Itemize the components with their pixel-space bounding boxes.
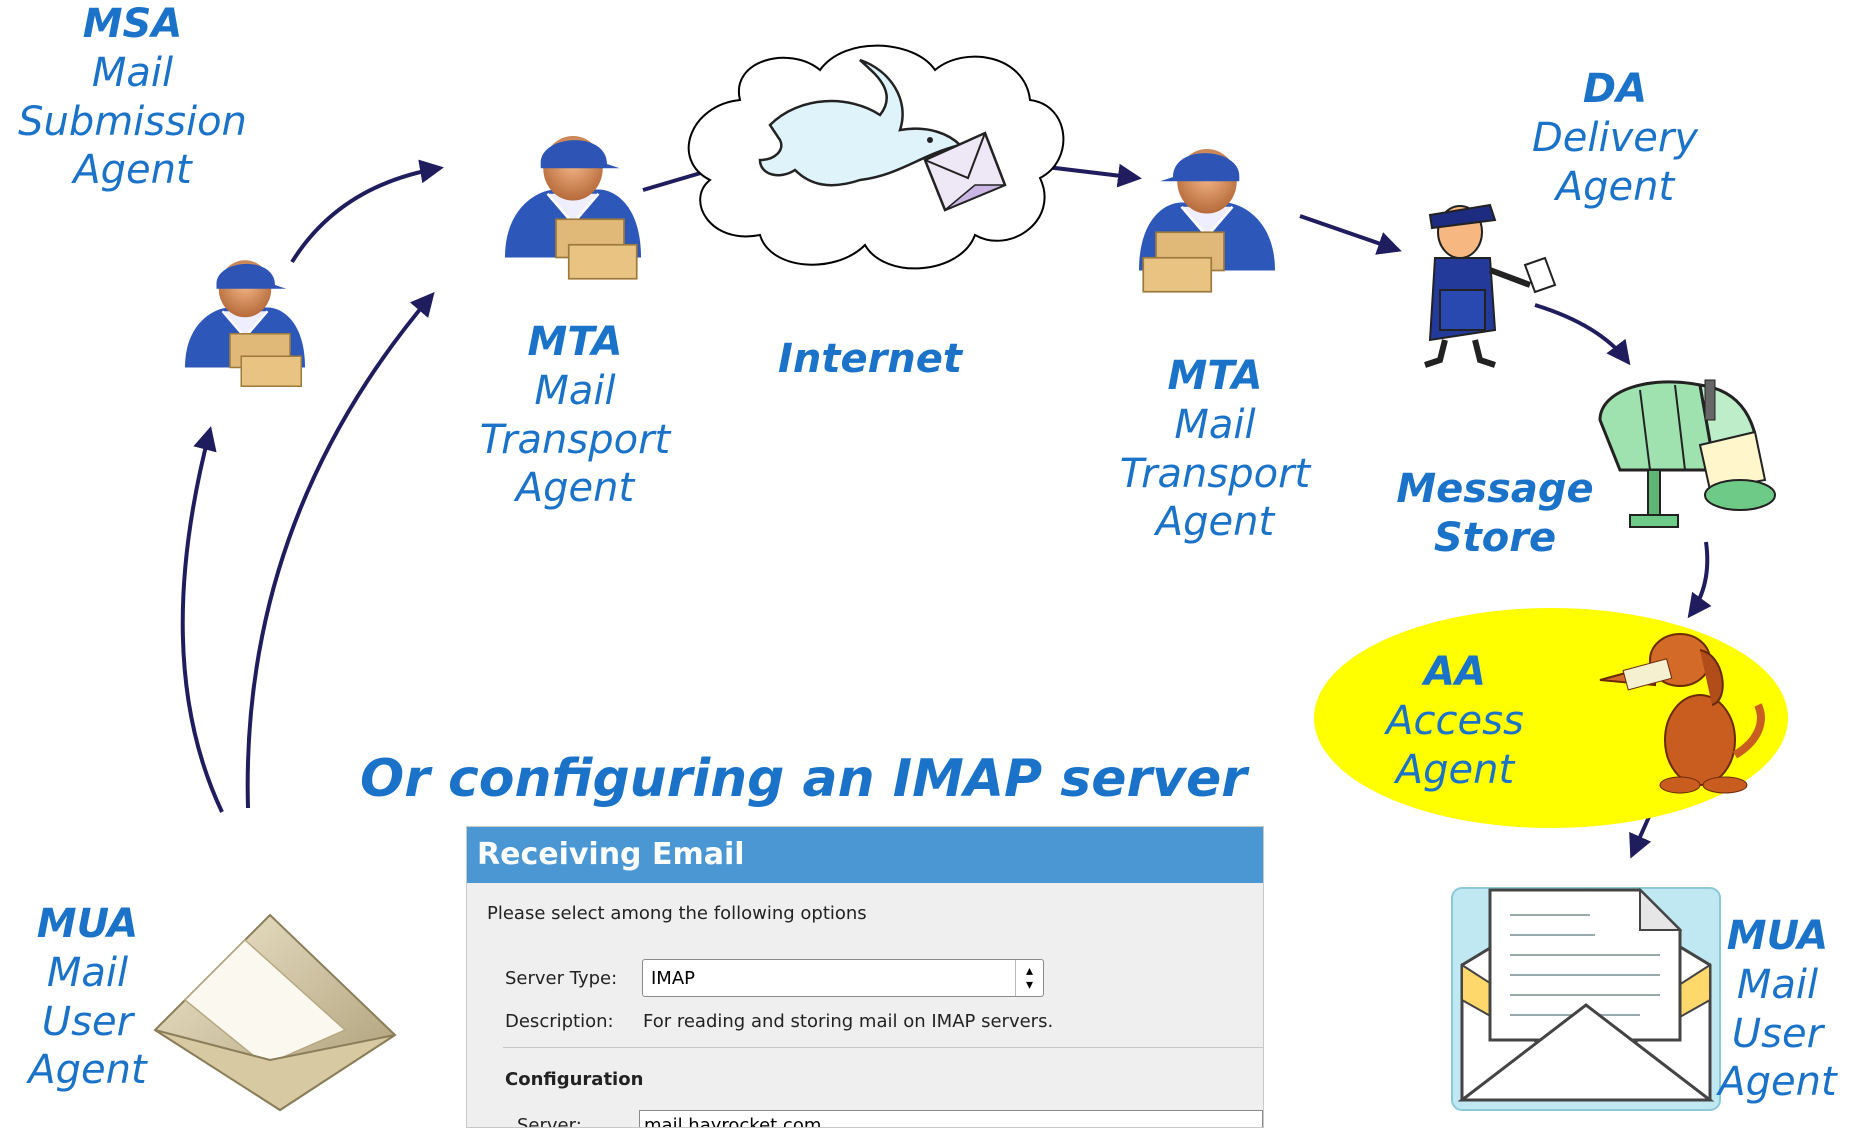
msa-abbr: MSA	[82, 1, 183, 47]
store-line-1: Message	[1396, 466, 1594, 512]
mua-left-label: MUA Mail User Agent	[0, 900, 175, 1095]
da-line-1: Delivery	[1531, 114, 1699, 161]
arrow-msa-to-mta	[290, 159, 444, 264]
arrow-store-to-aa	[1687, 541, 1712, 619]
server-type-label: Server Type:	[505, 968, 618, 989]
mta1-label: MTA Mail Transport Agent	[455, 318, 695, 513]
panel-prompt: Please select among the following option…	[487, 903, 867, 924]
mua-left-abbr: MUA	[36, 901, 139, 947]
mua-right-line-3: Agent	[1718, 1059, 1837, 1106]
imap-heading-text: Or configuring an IMAP server	[360, 749, 1247, 809]
da-line-2: Agent	[1555, 163, 1675, 210]
arrow-mua-to-mta	[245, 291, 435, 809]
mta-worker-icon	[1139, 148, 1275, 293]
aa-label: AA Access Agent	[1350, 648, 1560, 794]
server-input-value: mail.hayrocket.com	[644, 1115, 822, 1128]
mailman-icon	[1424, 203, 1557, 368]
envelope-letter-icon	[1451, 887, 1721, 1111]
mua-left-line-1: Mail	[46, 949, 129, 996]
arrow-mua-to-msa	[180, 426, 224, 813]
server-input[interactable]: mail.hayrocket.com	[639, 1110, 1263, 1128]
internet-label: Internet	[745, 335, 995, 384]
server-label: Server:	[517, 1115, 582, 1128]
description-value: For reading and storing mail on IMAP ser…	[643, 1011, 1054, 1032]
arrow-mta2-to-da	[1299, 214, 1402, 255]
mua-left-line-2: User	[41, 998, 134, 1045]
mta2-label: MTA Mail Transport Agent	[1095, 352, 1335, 547]
mta1-line-2: Transport	[479, 416, 671, 463]
envelope-open-icon	[153, 913, 397, 1112]
mta2-line-2: Transport	[1119, 450, 1311, 497]
panel-divider	[503, 1047, 1263, 1048]
message-store-label: Message Store	[1380, 465, 1610, 563]
mta1-line-1: Mail	[534, 367, 616, 414]
mua-right-line-1: Mail	[1736, 961, 1819, 1008]
aa-line-1: Access	[1386, 697, 1524, 744]
aa-line-2: Agent	[1395, 746, 1515, 793]
arrow-da-to-store	[1534, 303, 1631, 366]
msa-worker-icon	[185, 260, 305, 387]
description-label: Description:	[505, 1011, 614, 1032]
mua-right-line-2: User	[1731, 1010, 1824, 1057]
internet-text: Internet	[777, 336, 963, 382]
receiving-email-panel: Receiving Email Please select among the …	[466, 826, 1264, 1128]
da-abbr: DA	[1582, 66, 1648, 112]
mta-worker-icon	[505, 135, 641, 280]
mua-right-abbr: MUA	[1726, 913, 1829, 959]
msa-line-3: Agent	[73, 147, 192, 194]
mta2-abbr: MTA	[1167, 353, 1263, 399]
config-heading: Configuration	[505, 1069, 644, 1090]
da-label: DA Delivery Agent	[1505, 65, 1725, 211]
mta1-abbr: MTA	[527, 319, 623, 365]
server-type-select[interactable]: IMAP ▴▾	[642, 959, 1044, 997]
dog-icon	[1599, 633, 1765, 794]
select-arrows-icon: ▴▾	[1015, 960, 1043, 996]
imap-heading: Or configuring an IMAP server	[360, 748, 1300, 811]
mta1-line-3: Agent	[515, 465, 635, 512]
store-line-2: Store	[1433, 514, 1557, 561]
bird-letter-icon	[758, 58, 1007, 212]
aa-abbr: AA	[1424, 649, 1486, 695]
mailbox-icon	[1598, 379, 1776, 528]
msa-label: MSA Mail Submission Agent	[0, 0, 265, 195]
mta2-line-3: Agent	[1155, 499, 1275, 546]
msa-line-2: Submission	[18, 98, 247, 145]
mta2-line-1: Mail	[1174, 401, 1256, 448]
mua-left-line-3: Agent	[28, 1047, 147, 1094]
msa-line-1: Mail	[91, 49, 174, 96]
mua-right-label: MUA Mail User Agent	[1705, 912, 1849, 1107]
panel-title: Receiving Email	[467, 827, 1263, 883]
server-type-value: IMAP	[651, 968, 696, 989]
